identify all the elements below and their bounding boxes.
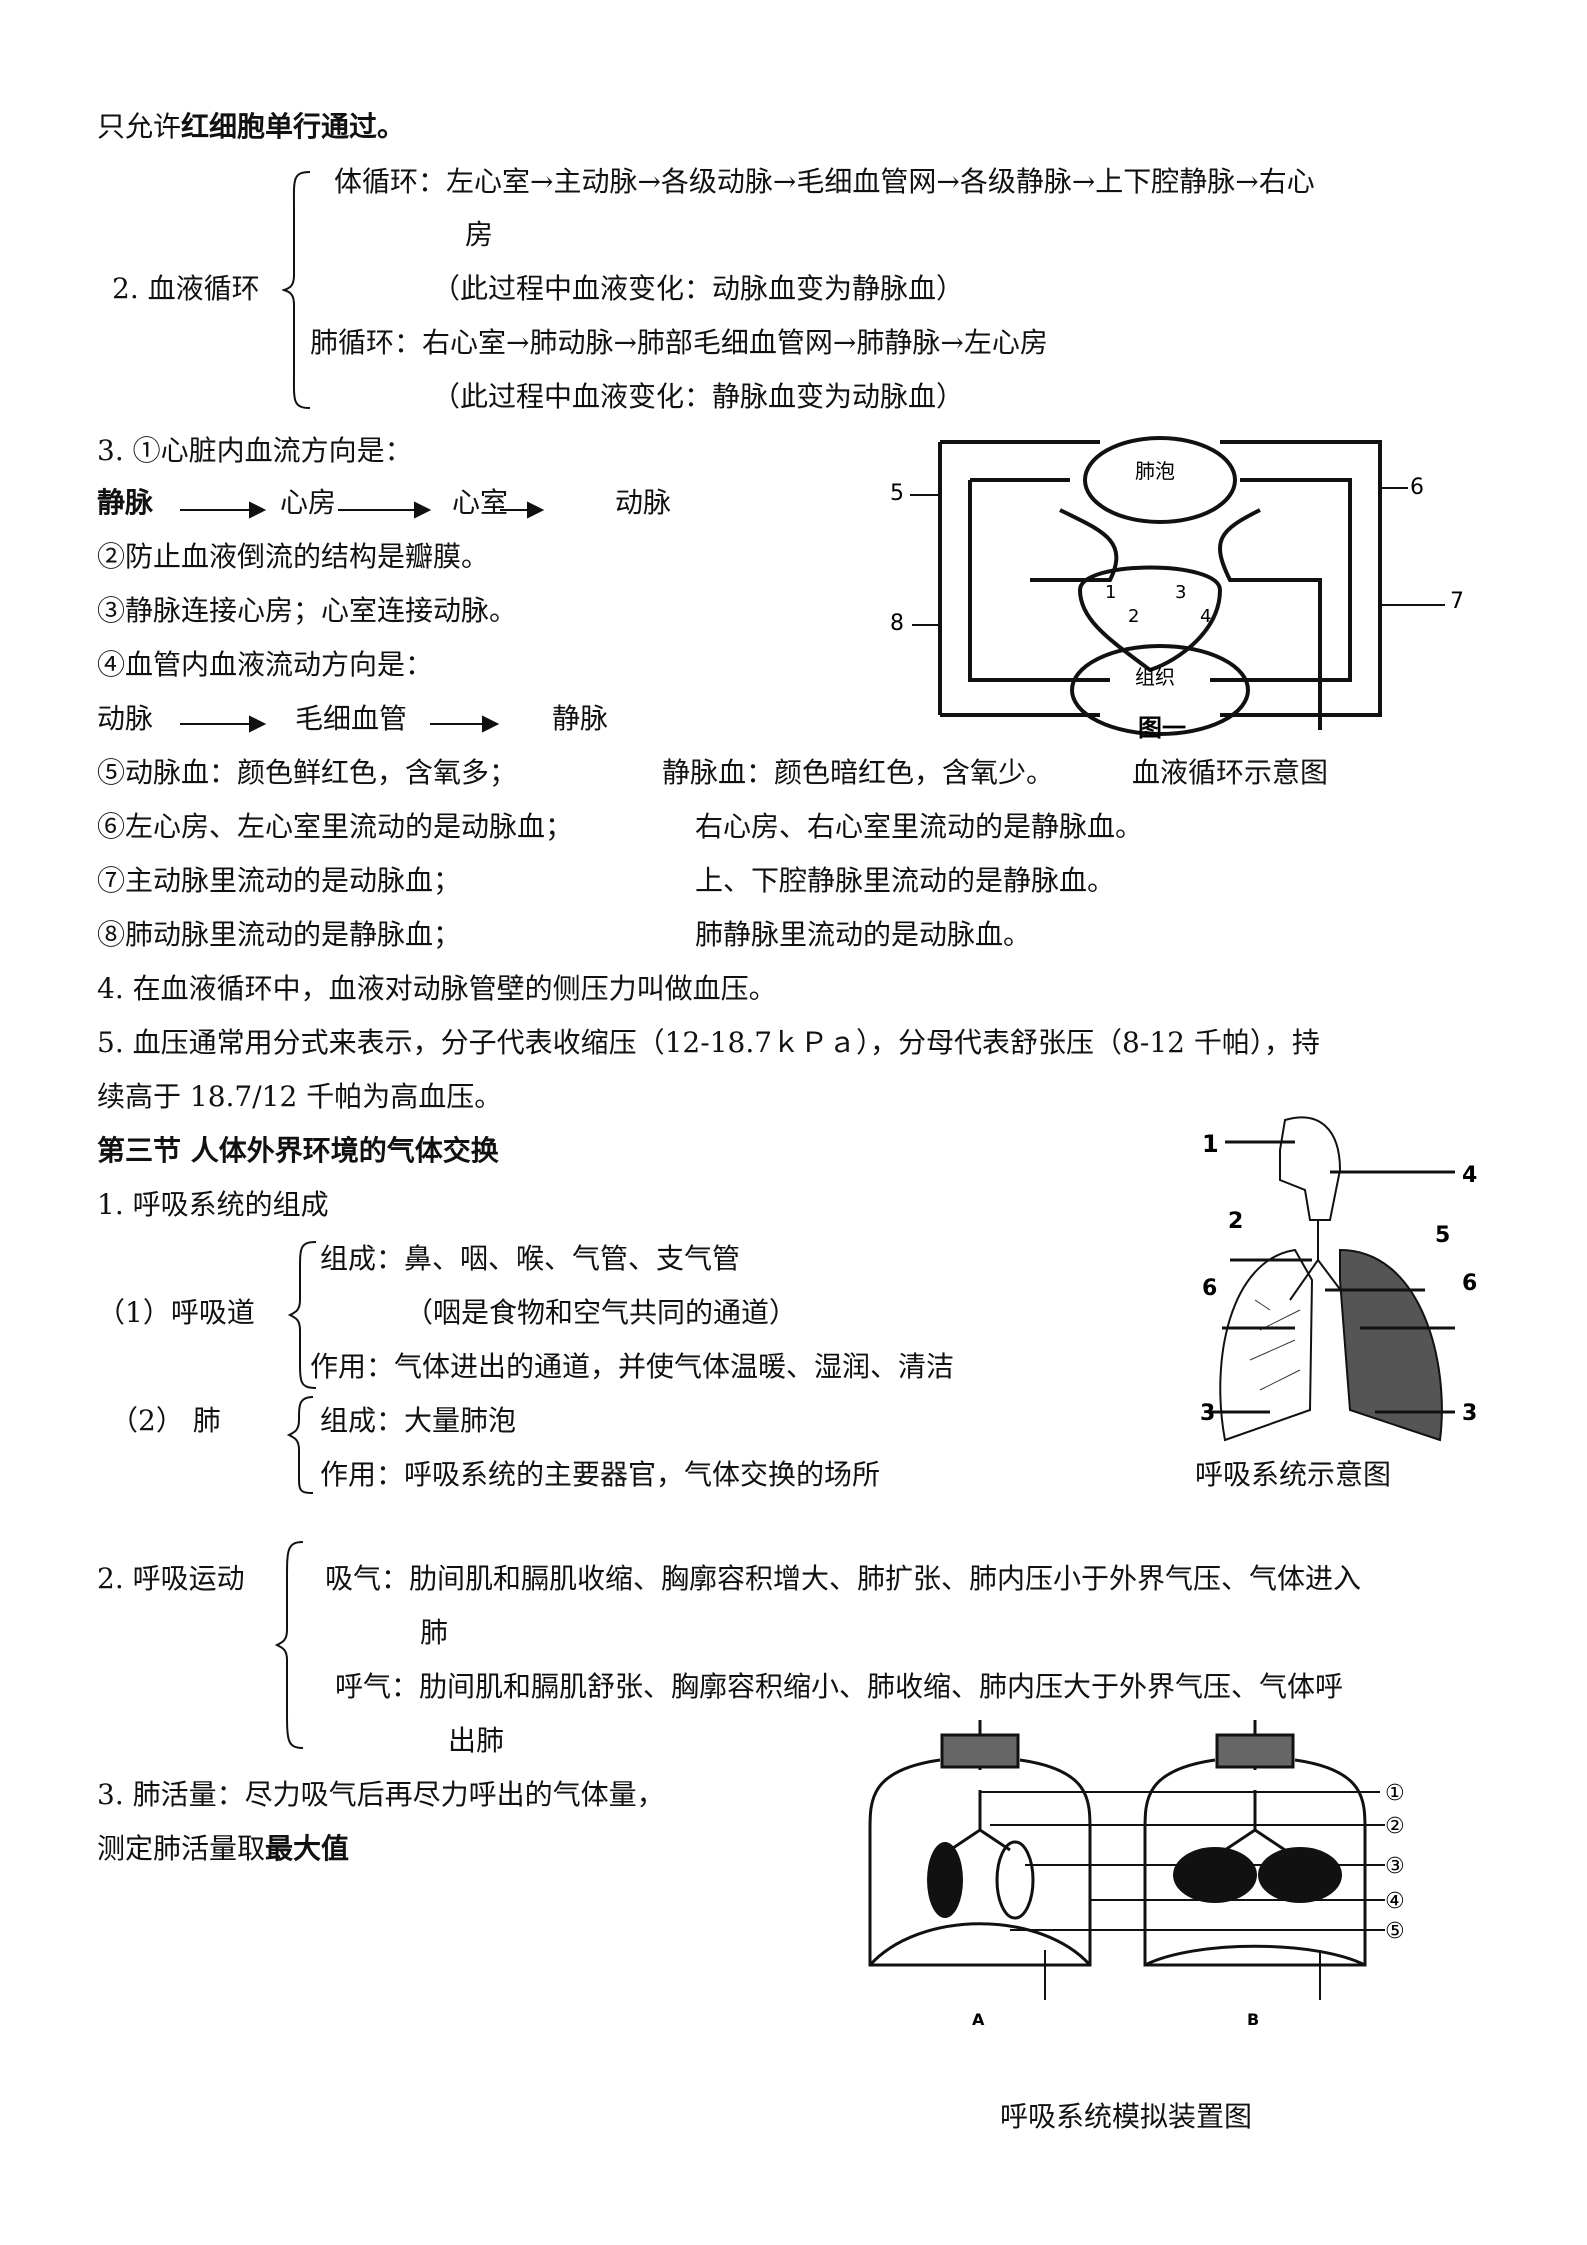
circulation-brace	[282, 171, 311, 409]
exhale-cont: 出肺	[448, 1724, 505, 1757]
flow2-arrows	[180, 715, 500, 733]
flow1-arrows	[180, 501, 545, 519]
capacity-b: 最大值	[265, 1832, 350, 1865]
label-4: 4	[1200, 606, 1211, 627]
valve-line: ②防止血液倒流的结构是瓣膜。	[97, 540, 490, 573]
resp-label-4: 4	[1462, 1163, 1477, 1188]
flow2-vein: 静脉	[552, 702, 609, 735]
systemic-note: （此过程中血液变化：动脉血变为静脉血）	[432, 272, 965, 305]
label-fig-title: 图一	[1138, 714, 1186, 742]
resp-label-6-right: 6	[1462, 1271, 1477, 1296]
bp-line-2: 续高于 18.7/12 千帕为高血压。	[97, 1080, 503, 1113]
resp-caption: 呼吸系统示意图	[1195, 1458, 1392, 1491]
right-heart-line: 右心房、右心室里流动的是静脉血。	[695, 810, 1144, 843]
pulmonary-note: （此过程中血液变化：静脉血变为动脉血）	[432, 380, 965, 413]
vessel-flow-heading: ④血管内血液流动方向是：	[97, 648, 434, 681]
systemic-circulation-cont: 房	[465, 218, 494, 251]
resp-label-2: 2	[1228, 1209, 1243, 1234]
flow2-capillary: 毛细血管	[295, 702, 408, 735]
circulation-label: 2. 血液循环	[112, 272, 260, 305]
resp-tract-brace	[288, 1241, 317, 1389]
model-label-2: ②	[1385, 1814, 1405, 1839]
respiratory-diagram: 1 2 3 4 5 6 6 3	[1200, 1116, 1477, 1442]
circulation-caption: 血液循环示意图	[1132, 756, 1329, 789]
label-3: 3	[1175, 582, 1186, 603]
section-title: 第三节 人体外界环境的气体交换	[97, 1134, 499, 1167]
pulmonary-vein-line: 肺静脉里流动的是动脉血。	[695, 918, 1032, 951]
venous-blood: 静脉血：颜色暗红色，含氧少。	[662, 756, 1055, 789]
vena-cava-line: 上、下腔静脉里流动的是静脉血。	[695, 864, 1116, 897]
model-label-a: A	[972, 2010, 985, 2029]
model-label-5: ⑤	[1385, 1919, 1405, 1944]
flow1-artery: 动脉	[615, 486, 672, 519]
label-tissue: 组织	[1135, 665, 1175, 689]
breathing-label: 2. 呼吸运动	[97, 1562, 245, 1595]
label-1: 1	[1105, 582, 1116, 603]
left-heart-line: ⑥左心房、左心室里流动的是动脉血；	[97, 810, 574, 843]
model-label-1: ①	[1385, 1781, 1405, 1806]
label-8: 8	[890, 611, 904, 636]
exhale-line: 呼气：肋间肌和膈肌舒张、胸廓容积缩小、肺收缩、肺内压大于外界气压、气体呼	[335, 1670, 1344, 1703]
intro-a: 只允许	[97, 110, 182, 143]
model-label-3: ③	[1385, 1854, 1405, 1879]
pulmonary-circulation: 肺循环：右心室→肺动脉→肺部毛细血管网→肺静脉→左心房	[310, 326, 1048, 359]
flow1-atrium: 心房	[280, 486, 337, 519]
bp-line-1: 5. 血压通常用分式来表示，分子代表收缩压（12-18.7ｋＰａ），分母代表舒张…	[97, 1026, 1320, 1059]
resp-label-5: 5	[1435, 1223, 1450, 1248]
blood-pressure-def: 4. 在血液循环中，血液对动脉管壁的侧压力叫做血压。	[97, 972, 777, 1005]
lung-label: （2） 肺	[110, 1404, 221, 1437]
resp-label-3: 3	[1200, 1401, 1215, 1426]
model-label-4: ④	[1385, 1889, 1405, 1914]
heart-flow-heading: 3. ①心脏内血流方向是：	[97, 434, 413, 467]
flow1-vein: 静脉	[97, 486, 154, 519]
circulation-diagram: 肺泡 组织 图一 5 6 7 8 1 2 3 4	[890, 436, 1464, 742]
aorta-line: ⑦主动脉里流动的是动脉血；	[97, 864, 462, 897]
lung-brace	[286, 1396, 314, 1494]
intro-line: 只允许红细胞单行通过。	[97, 110, 405, 144]
inhale-cont: 肺	[420, 1616, 449, 1649]
resp-composition-heading: 1. 呼吸系统的组成	[97, 1188, 329, 1221]
resp-tract-note: （咽是食物和空气共同的通道）	[405, 1296, 798, 1329]
flow1-ventricle: 心室	[452, 486, 509, 519]
resp-tract-label: （1）呼吸道	[97, 1296, 255, 1329]
capacity-line-1: 3. 肺活量：尽力吸气后再尽力呼出的气体量，	[97, 1778, 665, 1811]
label-alveoli: 肺泡	[1135, 459, 1175, 483]
intro-b: 红细胞单行通过。	[181, 110, 406, 143]
arterial-blood: ⑤动脉血：颜色鲜红色，含氧多；	[97, 756, 518, 789]
breathing-model-diagram: ① ② ③ ④ ⑤ A B	[868, 1720, 1405, 2029]
label-7: 7	[1450, 589, 1464, 614]
model-label-b: B	[1247, 2010, 1259, 2029]
label-2: 2	[1128, 606, 1139, 627]
lung-comp: 组成：大量肺泡	[320, 1404, 517, 1437]
label-5: 5	[890, 481, 904, 506]
vein-connect-line: ③静脉连接心房；心室连接动脉。	[97, 594, 518, 627]
systemic-circulation: 体循环：左心室→主动脉→各级动脉→毛细血管网→各级静脉→上下腔静脉→右心	[334, 165, 1315, 198]
pulmonary-artery-line: ⑧肺动脉里流动的是静脉血；	[97, 918, 462, 951]
label-6: 6	[1410, 475, 1424, 500]
inhale-line: 吸气：肋间肌和膈肌收缩、胸廓容积增大、肺扩张、肺内压小于外界气压、气体进入	[325, 1562, 1362, 1595]
resp-label-1: 1	[1202, 1130, 1219, 1158]
lung-func: 作用：呼吸系统的主要器官，气体交换的场所	[320, 1458, 881, 1491]
resp-tract-comp: 组成：鼻、咽、喉、气管、支气管	[320, 1242, 741, 1275]
flow2-artery: 动脉	[97, 702, 154, 735]
resp-tract-func: 作用：气体进出的通道，并使气体温暖、湿润、清洁	[310, 1350, 955, 1383]
model-caption: 呼吸系统模拟装置图	[1000, 2100, 1253, 2133]
capacity-line-2: 测定肺活量取最大值	[97, 1832, 349, 1866]
capacity-a: 测定肺活量取	[97, 1832, 266, 1865]
breathing-brace	[275, 1541, 304, 1749]
resp-label-6-left: 6	[1202, 1276, 1217, 1301]
resp-label-3-right: 3	[1462, 1401, 1477, 1426]
